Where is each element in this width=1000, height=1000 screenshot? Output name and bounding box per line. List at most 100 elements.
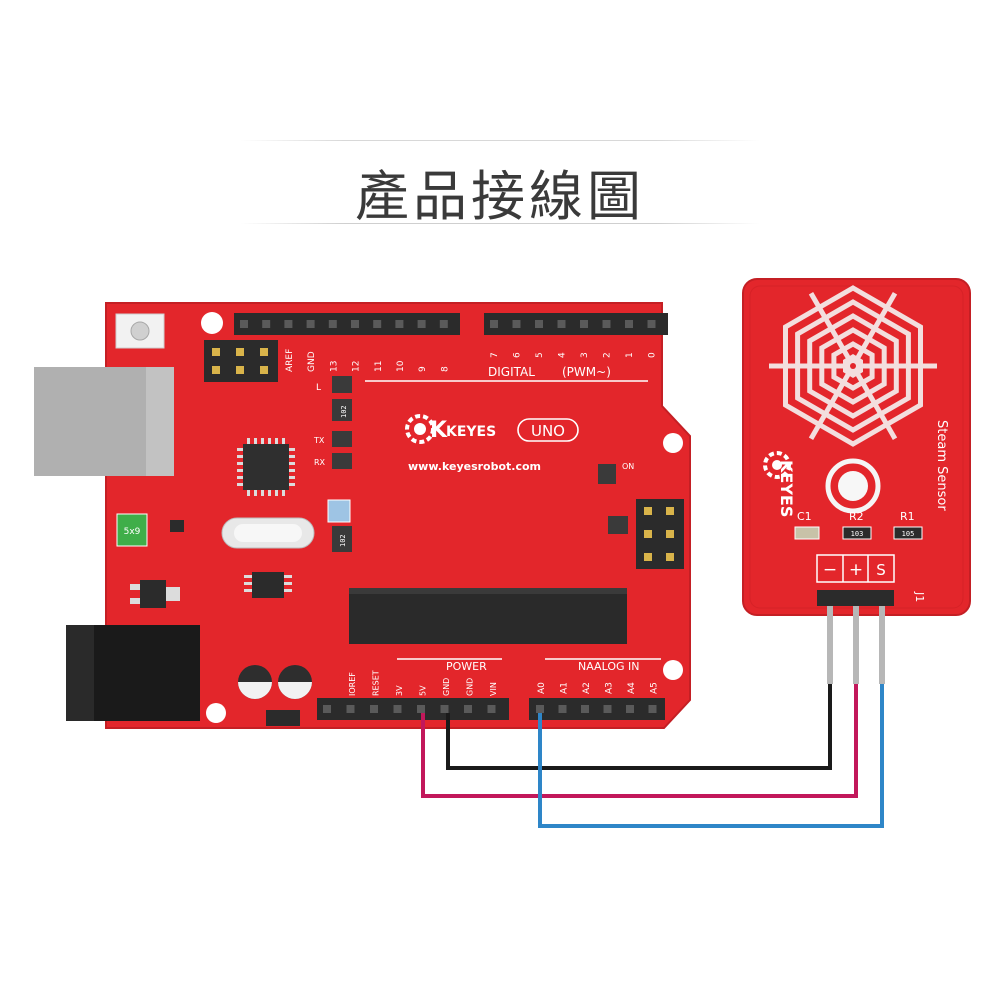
digital-pin-label: 11	[374, 361, 384, 372]
fuse-label: 5x9	[124, 527, 141, 537]
r1-code: 105	[902, 530, 915, 538]
analog-pin-label: A1	[560, 682, 570, 694]
mount-hole	[663, 433, 683, 453]
uno-badge	[517, 418, 579, 442]
digital-pin-holes	[240, 320, 656, 328]
pin-hole	[417, 705, 425, 713]
power-pin-label: GND	[466, 678, 475, 696]
resistor-r2	[842, 526, 872, 540]
r2-code: 103	[851, 530, 864, 538]
r2-label: R2	[849, 510, 864, 523]
pin-hole	[464, 705, 472, 713]
sensor-brand: KEYES	[777, 460, 796, 517]
pin-hole	[487, 705, 496, 713]
steam-sensor-module: KEYES Steam Sensor C1 R2 103 R1 105 − + …	[742, 278, 971, 616]
pin-hole	[580, 320, 588, 328]
j1-label: J1	[913, 591, 926, 602]
pin-hole	[603, 705, 612, 713]
wire-a0	[538, 684, 884, 828]
on-label: ON	[622, 462, 634, 471]
wire-gnd	[446, 684, 832, 770]
pin-hole	[240, 320, 248, 328]
pin-hole	[581, 705, 589, 713]
keyes-logo: K KEYES UNO	[405, 414, 579, 444]
power-pin-label: 5V	[419, 685, 428, 696]
pin-hole	[558, 705, 567, 713]
pin-hole	[323, 705, 331, 713]
icsp-header-right	[636, 499, 684, 569]
usb-chip-pins	[237, 438, 295, 496]
pin-hole	[395, 320, 404, 328]
smd-led-rx	[332, 453, 352, 469]
digital-pin-label: 6	[513, 352, 523, 358]
power-pin-label: IOREF	[348, 672, 357, 696]
capacitor-1	[238, 665, 272, 699]
brand-text: KEYES	[446, 424, 496, 440]
digital-pin-label: 9	[418, 366, 428, 372]
resistor-r1	[893, 526, 923, 540]
sensor-header	[817, 590, 894, 606]
analog-header	[529, 698, 665, 720]
pwm-label: (PWM~)	[562, 365, 611, 379]
wire-5v	[421, 684, 858, 798]
digital-pin-label: 1	[625, 352, 635, 358]
pin-hole	[439, 320, 448, 328]
icsp-header-top	[204, 340, 278, 382]
pin-hole	[346, 705, 355, 713]
soic-chip	[252, 572, 284, 598]
usb-chip	[243, 444, 289, 490]
page-title: 產品接線圖	[355, 165, 645, 228]
resistor-code-1: 102	[340, 405, 348, 418]
pin-hole	[373, 320, 382, 328]
digital-pin-label: 5	[535, 352, 545, 358]
smd-led-tx	[332, 431, 352, 447]
pin-hole	[393, 705, 402, 713]
resistor-code-2: 102	[339, 534, 347, 547]
title-top-rule	[240, 140, 760, 141]
l-label: L	[316, 383, 321, 393]
pin-hole	[328, 320, 337, 328]
mount-hole	[206, 703, 226, 723]
smd-diode	[170, 520, 184, 532]
analog-pin-label: A0	[537, 682, 547, 694]
r1-label: R1	[900, 510, 915, 523]
pin-leg-gnd	[827, 606, 833, 684]
digital-header-left	[234, 313, 460, 335]
fuse	[116, 513, 148, 547]
capacitor-2	[278, 665, 312, 699]
resistor-array-2	[332, 526, 352, 552]
analog-pin-label: A2	[582, 682, 592, 694]
sensing-web	[769, 285, 937, 447]
digital-pin-label: 13	[329, 361, 339, 372]
pin-hole	[647, 320, 656, 328]
analog-pin-label: A3	[605, 682, 615, 694]
pin-hole	[625, 320, 633, 328]
reset-button-cap	[130, 321, 150, 341]
digital-pin-label: 12	[352, 361, 362, 372]
voltage-regulator	[140, 580, 166, 608]
pin-hole	[417, 320, 426, 328]
power-pin-label: VIN	[489, 682, 498, 696]
board-url: www.keyesrobot.com	[408, 460, 541, 473]
pin-hole	[626, 705, 634, 713]
power-pin-label: RESET	[372, 670, 381, 696]
smd-diode-2	[266, 710, 300, 726]
pin-hole	[351, 320, 359, 328]
main-mcu	[349, 588, 627, 644]
wires	[421, 606, 885, 828]
power-pin-label: 3V	[395, 685, 404, 696]
analog-pin-label: A4	[627, 682, 637, 694]
rx-label: RX	[314, 458, 326, 467]
analog-label: NAALOG IN	[578, 660, 639, 673]
dc-jack-lip	[66, 625, 94, 721]
usb-connector-face	[34, 367, 146, 476]
pin-hole	[535, 320, 543, 328]
smd-small	[608, 516, 628, 534]
sensor-keyes-logo: KEYES	[763, 451, 796, 517]
on-led	[598, 464, 616, 484]
pin-hole	[440, 705, 449, 713]
pin-label-frame	[816, 554, 895, 583]
